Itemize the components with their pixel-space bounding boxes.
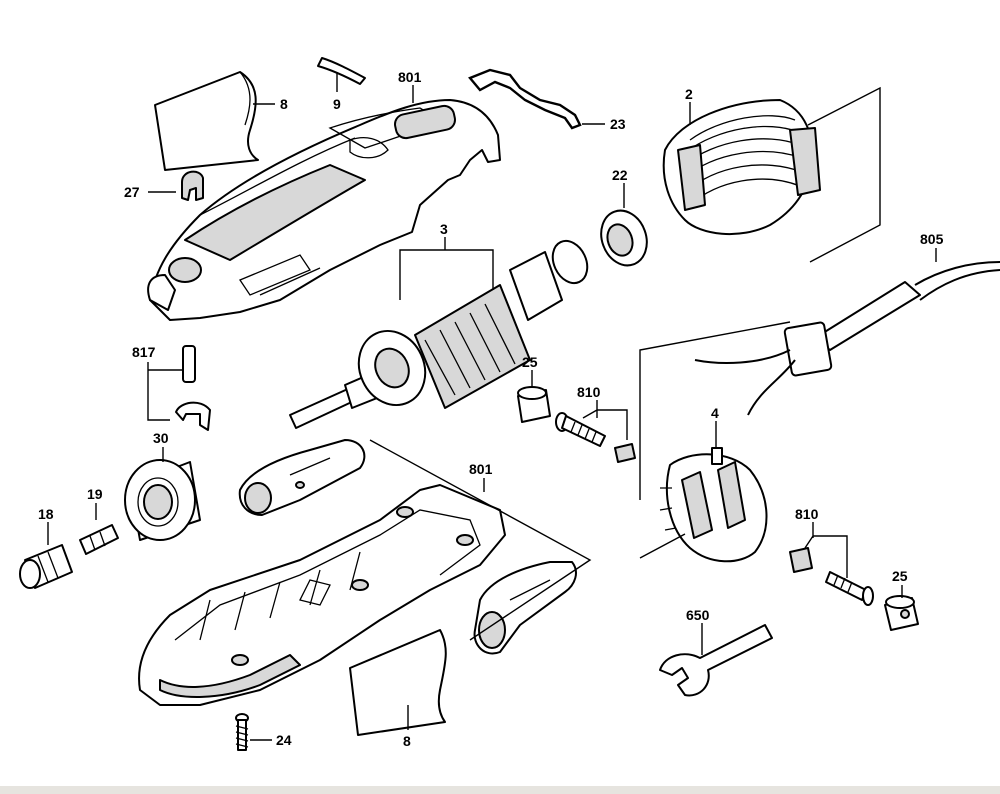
housing-top-part [147, 99, 501, 321]
bearing-25-left-part [517, 386, 551, 423]
bearing-25-right-part [884, 595, 919, 631]
label-armature: 3 [440, 221, 448, 237]
cover-right-part [473, 561, 577, 655]
label-screw-24: 24 [276, 732, 292, 748]
label-spring-clip: 9 [333, 96, 341, 112]
label-field: 2 [685, 86, 693, 102]
bottom-edge-strip [0, 786, 1000, 794]
cover-left-part [238, 439, 366, 516]
label-cap-27: 27 [124, 184, 140, 200]
brush-kit-part [175, 345, 211, 431]
label-screw-nut-810-right: 810 [795, 506, 819, 522]
cap-27-part [181, 170, 204, 201]
cord-part [694, 261, 1000, 416]
label-brush-holder: 4 [711, 405, 719, 421]
label-wire-clip: 23 [610, 116, 626, 132]
label-housing-bottom: 801 [469, 461, 493, 477]
wrench-part [659, 624, 773, 697]
nameplate-bottom-part [349, 629, 447, 736]
label-collet: 19 [87, 486, 103, 502]
label-end-piece: 30 [153, 430, 169, 446]
wire-clip-part [468, 68, 582, 130]
label-brush-kit: 817 [132, 344, 156, 360]
field-coil-part [662, 99, 821, 236]
end-piece-part [124, 459, 201, 541]
housing-bottom-part [138, 484, 506, 706]
screw-24-part [235, 713, 249, 751]
leader-lines [47, 72, 937, 741]
label-collet-nut: 18 [38, 506, 54, 522]
label-screw-nut-810-left: 810 [577, 384, 601, 400]
collet-nut-part [19, 544, 73, 589]
nameplate-top-part [154, 71, 259, 171]
screw-nut-810-right-part [789, 547, 874, 606]
part-labels: 801 8 9 23 2 27 22 3 805 817 25 810 30 4… [38, 69, 944, 749]
label-plate-top: 8 [280, 96, 288, 112]
brush-holder-part [659, 447, 768, 563]
label-housing-top: 801 [398, 69, 422, 85]
spring-clip-part [317, 57, 366, 85]
bearing-22-part [600, 209, 648, 267]
label-bearing-22: 22 [612, 167, 628, 183]
collet-part [79, 524, 119, 555]
label-plate-bottom: 8 [403, 733, 411, 749]
label-bearing-25-right: 25 [892, 568, 908, 584]
armature-part [289, 239, 589, 429]
screw-nut-810-left-part [555, 412, 636, 463]
label-cord: 805 [920, 231, 944, 247]
label-wrench: 650 [686, 607, 710, 623]
label-bearing-25-left: 25 [522, 354, 538, 370]
